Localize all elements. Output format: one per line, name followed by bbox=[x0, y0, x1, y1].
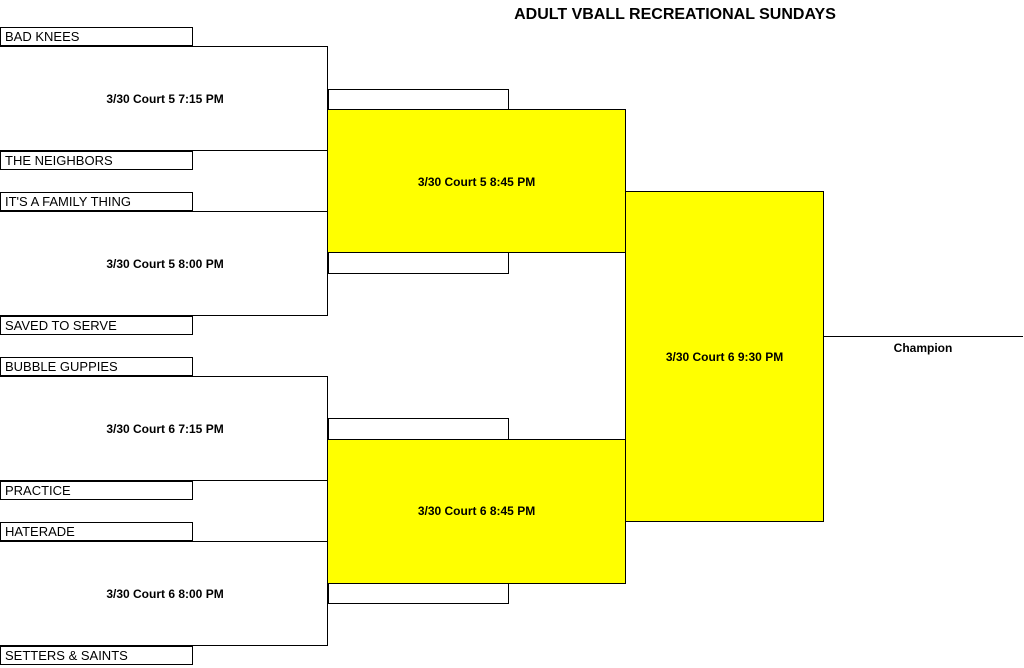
team-slot-the-neighbors: THE NEIGHBORS bbox=[0, 151, 193, 170]
match2-top-line bbox=[0, 211, 328, 212]
semi1-box bbox=[327, 109, 626, 253]
semi2-label: 3/30 Court 6 8:45 PM bbox=[417, 504, 536, 518]
match3-label: 3/30 Court 6 7:15 PM bbox=[106, 422, 224, 436]
champion-line bbox=[823, 336, 1023, 337]
final-label: 3/30 Court 6 9:30 PM bbox=[665, 350, 784, 364]
match1-top-line bbox=[0, 46, 328, 47]
match4-label: 3/30 Court 6 8:00 PM bbox=[106, 587, 224, 601]
match1-bottom-line bbox=[0, 150, 328, 151]
semi2-top-slot bbox=[328, 418, 509, 440]
match2-bottom-line bbox=[0, 315, 328, 316]
semi1-top-slot bbox=[328, 89, 509, 110]
match1-label: 3/30 Court 5 7:15 PM bbox=[106, 92, 224, 106]
team-slot-bubble-guppies: BUBBLE GUPPIES bbox=[0, 357, 193, 376]
match3-bottom-line bbox=[0, 480, 328, 481]
match2-label: 3/30 Court 5 8:00 PM bbox=[106, 257, 224, 271]
team-slot-bad-knees: BAD KNEES bbox=[0, 27, 193, 46]
champion-label: Champion bbox=[893, 341, 953, 355]
match4-bottom-line bbox=[0, 645, 328, 646]
semi1-bottom-slot bbox=[328, 252, 509, 274]
team-slot-setters-saints: SETTERS & SAINTS bbox=[0, 646, 193, 665]
match4-right-line bbox=[327, 541, 328, 646]
match1-right-line bbox=[327, 46, 328, 151]
team-slot-haterade: HATERADE bbox=[0, 522, 193, 541]
match3-right-line bbox=[327, 376, 328, 481]
semi1-label: 3/30 Court 5 8:45 PM bbox=[417, 175, 536, 189]
team-slot-family-thing: IT'S A FAMILY THING bbox=[0, 192, 193, 211]
bracket-title: ADULT VBALL RECREATIONAL SUNDAYS bbox=[514, 6, 836, 23]
match4-top-line bbox=[0, 541, 328, 542]
semi2-box bbox=[327, 439, 626, 584]
semi2-bottom-slot bbox=[328, 583, 509, 604]
team-slot-saved-to-serve: SAVED TO SERVE bbox=[0, 316, 193, 335]
team-slot-practice: PRACTICE bbox=[0, 481, 193, 500]
final-box bbox=[625, 191, 824, 522]
match2-right-line bbox=[327, 211, 328, 316]
match3-top-line bbox=[0, 376, 328, 377]
